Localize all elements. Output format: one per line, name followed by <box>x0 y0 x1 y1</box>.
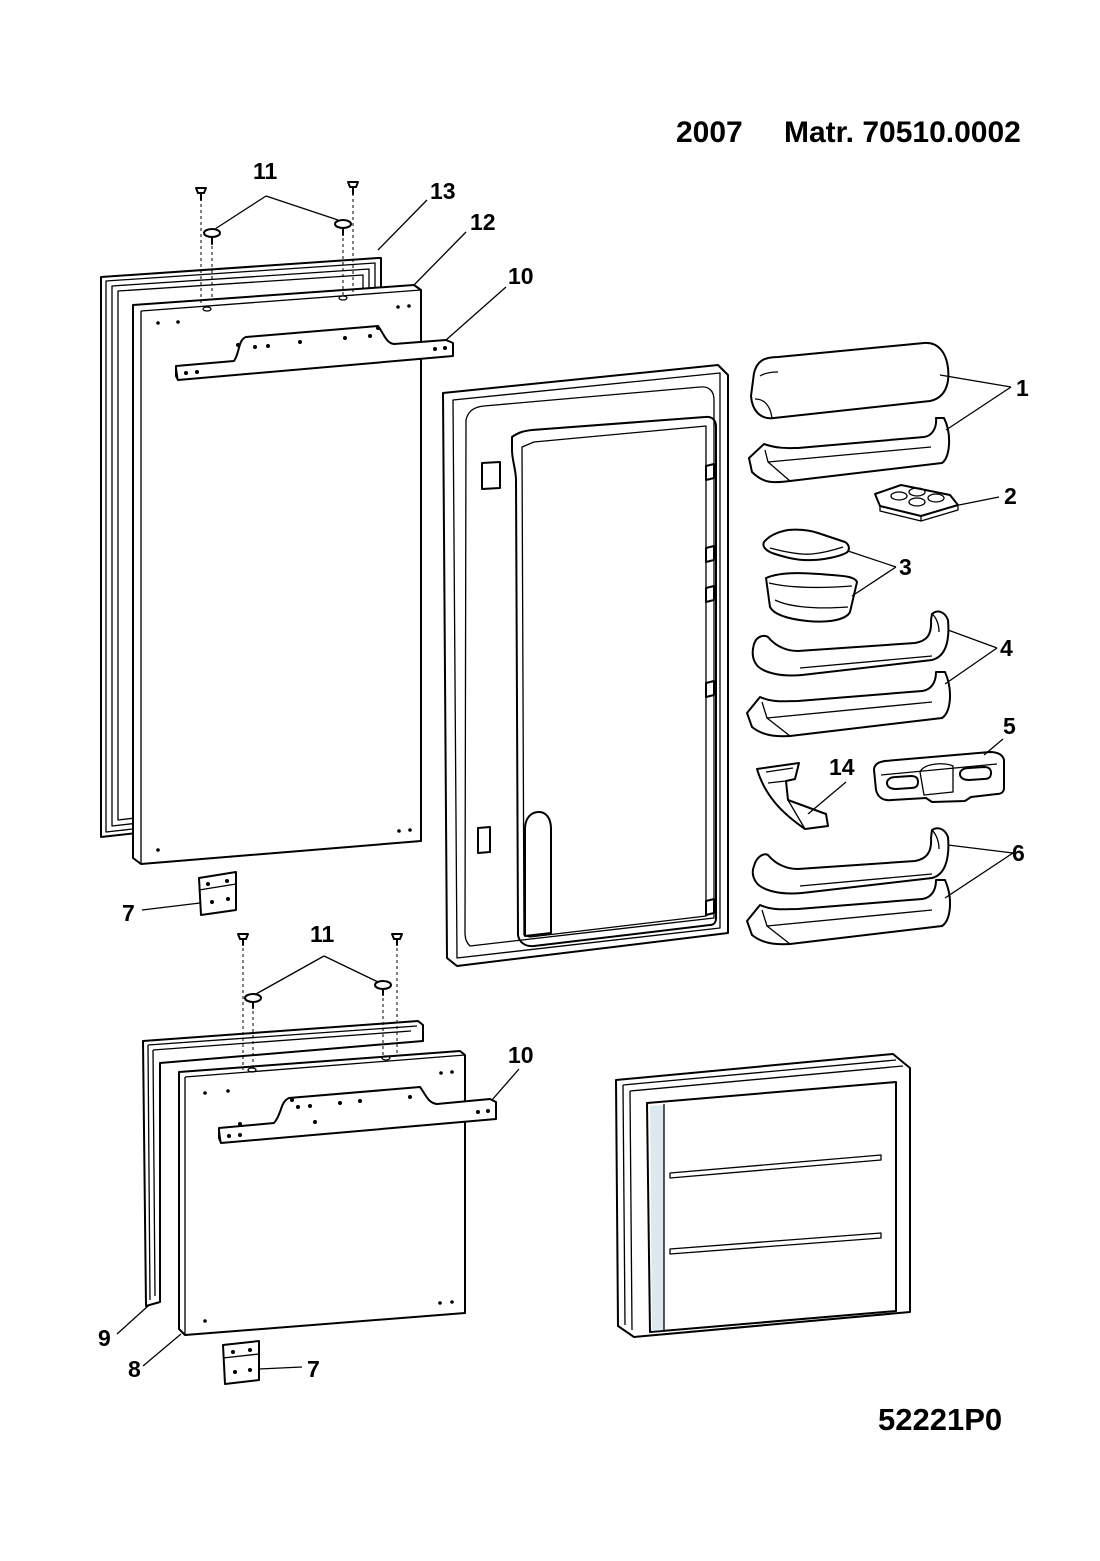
diagram-year: 2007 <box>676 116 743 149</box>
lower-screws <box>237 933 403 1073</box>
butter-compartment-tray <box>748 417 950 484</box>
lower-door-gasket <box>142 1020 424 1307</box>
callout-3: 3 <box>899 554 912 580</box>
callout-6: 6 <box>1012 840 1025 866</box>
butter-compartment-lid <box>750 341 950 420</box>
diagram-matr-number: Matr. 70510.0002 <box>784 116 1021 149</box>
door-shelf-lower-4 <box>746 671 951 738</box>
callout-5: 5 <box>1003 713 1016 739</box>
diagram-drawing-code: 52221P0 <box>878 1402 1003 1437</box>
callout-10-lower: 10 <box>508 1042 534 1068</box>
callout-1: 1 <box>1016 375 1029 401</box>
callout-13: 13 <box>430 178 456 204</box>
leader-lines <box>116 195 1014 1370</box>
upper-hinge <box>198 871 237 916</box>
callout-2: 2 <box>1004 483 1017 509</box>
callout-11-lower: 11 <box>310 921 335 947</box>
upper-screws <box>195 181 359 312</box>
callout-7-lower: 7 <box>307 1356 320 1382</box>
callout-10-upper: 10 <box>508 263 534 289</box>
bottle-retainer <box>873 751 1005 803</box>
lower-hinge <box>222 1340 260 1385</box>
callout-12: 12 <box>470 209 496 235</box>
dairy-flap <box>756 762 829 830</box>
callout-labels: 1 2 3 4 5 6 7 7 8 9 10 10 11 11 12 13 14 <box>98 158 1029 1382</box>
door-inner-liner <box>442 364 729 967</box>
small-container-box <box>765 572 858 623</box>
callout-8: 8 <box>128 1356 141 1382</box>
egg-tray <box>874 484 959 522</box>
small-container-lid <box>762 528 850 562</box>
upper-hinge-bracket <box>175 325 454 381</box>
door-shelf-upper-6 <box>751 827 950 895</box>
callout-4: 4 <box>1000 635 1013 661</box>
freezer-door <box>615 1053 911 1338</box>
door-shelf-lower-6 <box>746 879 951 946</box>
door-shelf-upper-4 <box>751 610 950 677</box>
callout-9: 9 <box>98 1325 111 1351</box>
lower-hinge-bracket <box>218 1086 497 1144</box>
callout-11-upper: 11 <box>253 158 278 184</box>
callout-14: 14 <box>829 754 855 780</box>
callout-7-upper: 7 <box>122 900 135 926</box>
